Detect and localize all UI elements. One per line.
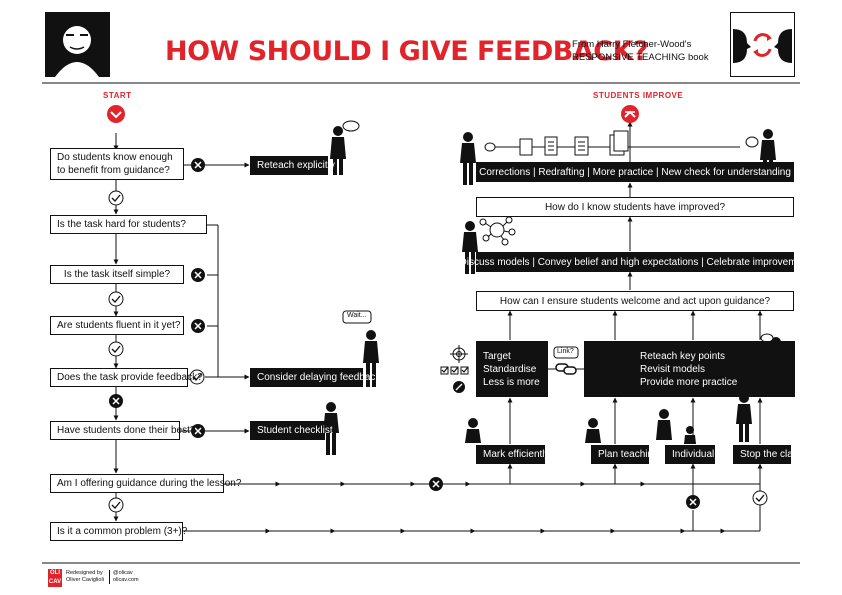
action-mark-efficiently: Mark efficiently [476, 445, 550, 464]
question-welcome-guidance: How can I ensure students welcome and ac… [476, 291, 794, 311]
question-students-fluent: Are students fluent in it yet? [50, 316, 184, 335]
question-know-enough: Do students know enough to benefit from … [50, 148, 184, 180]
action-plan-teaching: Plan teaching [591, 445, 659, 464]
action-stop-the-class: Stop the class [733, 445, 803, 464]
question-guidance-in-lesson: Am I offering guidance during the lesson… [50, 474, 241, 493]
yes-check-markers [108, 190, 768, 513]
feedback-loop-icon [733, 29, 792, 63]
reteach-key-points: Reteach key points [640, 350, 726, 362]
portrait-icon [55, 26, 99, 77]
mind-map-icon [479, 216, 516, 246]
credit-line-1: From Harry Fletcher-Wood's [572, 39, 692, 50]
mark-target: Target [483, 350, 511, 362]
question-done-best: Have students done their best? [50, 421, 195, 440]
action-corrections-redrafting: Corrections | Redrafting | More practice… [476, 162, 794, 182]
students-improve-label: STUDENTS IMPROVE [593, 91, 684, 100]
designer-name: Oliver Caviglioli [66, 577, 104, 583]
provide-more-practice: Provide more practice [640, 376, 738, 388]
designer-site: olicav.com [113, 577, 139, 583]
checkbox-icons [440, 366, 469, 375]
link-bubble-text: Link? [557, 348, 574, 355]
question-how-know-improved: How do I know students have improved? [476, 197, 794, 217]
action-reteach-box: Reteach key points Revisit models Provid… [584, 341, 795, 397]
action-individual: Individual [665, 445, 715, 464]
document-icons [519, 130, 629, 156]
wait-bubble [342, 310, 372, 324]
redesign-credit: Redesigned by Oliver Caviglioli [66, 570, 104, 584]
start-badge-icon [107, 105, 125, 123]
revisit-models: Revisit models [640, 363, 706, 375]
wait-bubble-text: Wait... [347, 312, 367, 319]
link-bubble [553, 346, 579, 359]
target-icon [450, 345, 468, 363]
question-task-simple: Is the task itself simple? [50, 265, 184, 284]
mark-less-is-more: Less is more [483, 376, 540, 388]
question-task-hard: Is the task hard for students? [50, 215, 207, 234]
action-discuss-models: Discuss models | Convey belief and high … [460, 252, 810, 272]
logo-top: OLI [50, 570, 60, 576]
action-student-checklist: Student checklist [250, 421, 333, 440]
designer-contact: @olicav olicav.com [113, 570, 139, 584]
redesigned-by: Redesigned by [66, 570, 103, 576]
olicav-logo: OLI CAV [48, 569, 62, 587]
question-task-feedback: Does the task provide feedback? [50, 368, 203, 387]
credit-line-2: RESPONSIVE TEACHING book [572, 52, 709, 63]
logo-bottom: CAV [48, 579, 62, 585]
mark-standardise: Standardise [483, 363, 537, 375]
author-portrait [45, 12, 110, 77]
link-icon [555, 363, 577, 375]
speech-bubble-icon [342, 120, 360, 132]
designer-handle: @olicav [113, 570, 133, 576]
start-label: START [103, 91, 132, 100]
book-credit: From Harry Fletcher-Wood's RESPONSIVE TE… [572, 38, 709, 64]
footer-divider [109, 570, 110, 584]
question-common-problem: Is it a common problem (3+)? [50, 522, 187, 541]
question-know-enough-line1: Do students know enough [57, 152, 173, 163]
question-know-enough-line2: to benefit from guidance? [57, 165, 170, 176]
action-mark-box: Target Standardise Less is more [476, 341, 548, 397]
feedback-loop-logo [730, 12, 795, 77]
improve-badge-icon [621, 105, 639, 123]
action-consider-delaying: Consider delaying feedback [250, 368, 380, 387]
action-reteach-explicitly: Reteach explicitly [250, 156, 335, 175]
page-title: HOW SHOULD I GIVE FEEDBACK? [165, 36, 649, 67]
pen-circle-icon [453, 381, 465, 393]
